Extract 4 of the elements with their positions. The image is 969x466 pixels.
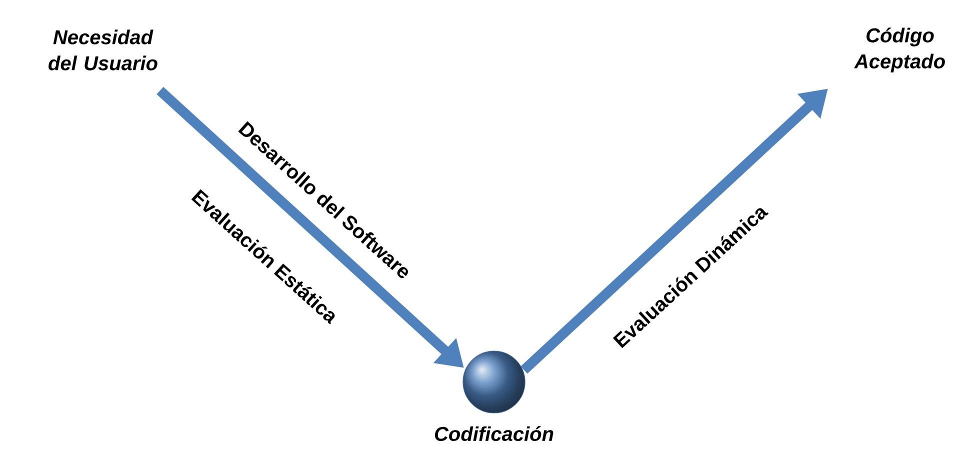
node-text: Necesidad del Usuario xyxy=(48,30,158,70)
circle-node: Codificación xyxy=(434,350,554,442)
node-label: Codificación xyxy=(434,426,554,442)
node-text: Código Aceptado xyxy=(854,28,945,72)
